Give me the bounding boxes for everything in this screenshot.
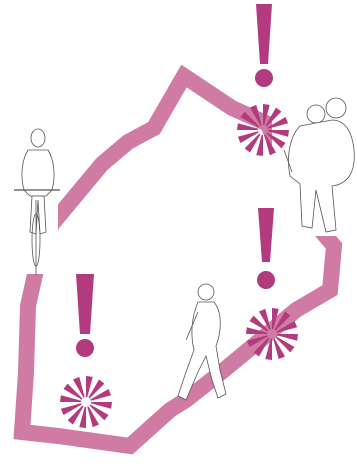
starburst-icon <box>60 376 112 428</box>
exclamation-mark-icon <box>76 274 94 357</box>
marker-left <box>60 274 112 428</box>
cyclist-icon <box>14 124 60 275</box>
exclamation-mark-icon <box>257 208 275 289</box>
pedestrian-group-icon <box>272 96 357 236</box>
exclamation-mark-icon <box>255 4 273 87</box>
